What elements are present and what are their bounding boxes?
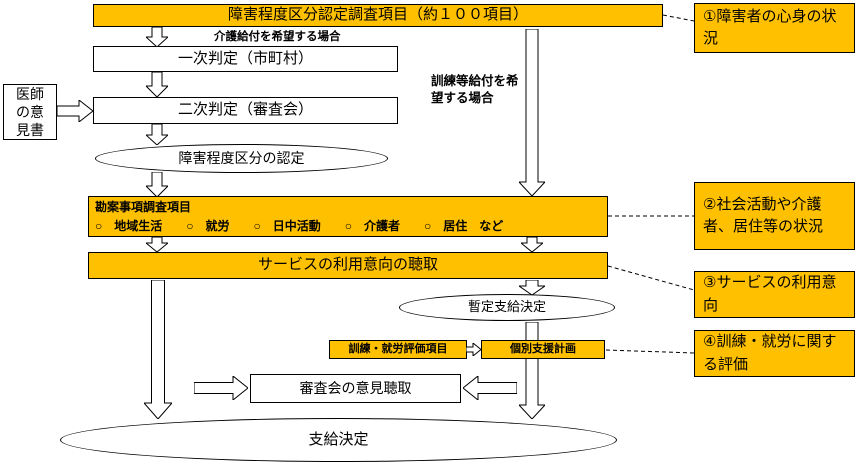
dashed-connector-line [662, 14, 695, 22]
primary-judgment-box: 一次判定（市町村） [93, 46, 398, 72]
consideration-box: 勘案事項調査項目 ○ 地域生活 ○ 就労 ○ 日中活動 ○ 介護者 ○ 居住 な… [88, 196, 608, 237]
annotation-3-box: ③サービスの利用意向 [694, 271, 855, 318]
training-benefit-note: 訓練等給付を希 望する場合 [431, 74, 519, 105]
secondary-judgment-box: 二次判定（審査会） [93, 97, 398, 124]
arrow-right-small-icon [466, 343, 481, 356]
doctor-opinion-box: 医師の意見書 [3, 84, 57, 140]
arrow-down-icon [146, 72, 168, 97]
arrow-down-icon [519, 280, 545, 295]
dashed-connector-line [605, 349, 695, 354]
dashed-connector-line [607, 265, 695, 291]
arrow-down-long-icon [519, 29, 545, 196]
service-intention-box: サービスの利用意向の聴取 [88, 252, 608, 279]
arrow-right-icon [194, 376, 248, 400]
consideration-items: ○ 地域生活 ○ 就労 ○ 日中活動 ○ 介護者 ○ 居住 など [95, 218, 504, 233]
annotation-1-box: ①障害者の心身の状況 [694, 3, 855, 53]
arrow-down-icon [146, 124, 168, 145]
care-benefit-note: 介護給付を希望する場合 [214, 31, 341, 43]
arrow-down-icon [146, 172, 168, 197]
provisional-decision-ellipse: 暫定支給決定 [399, 294, 615, 321]
arrow-down-icon [146, 27, 168, 47]
training-evaluation-box: 訓練・就労評価項目 [329, 340, 467, 359]
grant-decision-ellipse: 支給決定 [60, 418, 617, 462]
annotation-2-box: ②社会活動や介護者、居住等の状況 [694, 182, 855, 250]
arrow-left-icon [463, 376, 517, 400]
individual-support-plan-box: 個別支援計画 [481, 340, 605, 359]
review-board-hearing-box: 審査会の意見聴取 [250, 374, 461, 403]
consideration-title: 勘案事項調査項目 [95, 199, 192, 214]
arrow-down-icon [146, 237, 168, 252]
survey-items-box: 障害程度区分認定調査項目（約１００項目） [93, 4, 663, 27]
arrow-down-long-icon [144, 280, 172, 419]
annotation-4-box: ④訓練・就労に関する評価 [694, 330, 855, 377]
arrow-down-icon [521, 237, 543, 252]
arrow-down-long-icon [519, 322, 545, 419]
classification-certified-ellipse: 障害程度区分の認定 [95, 144, 388, 173]
arrow-right-icon [57, 100, 93, 122]
